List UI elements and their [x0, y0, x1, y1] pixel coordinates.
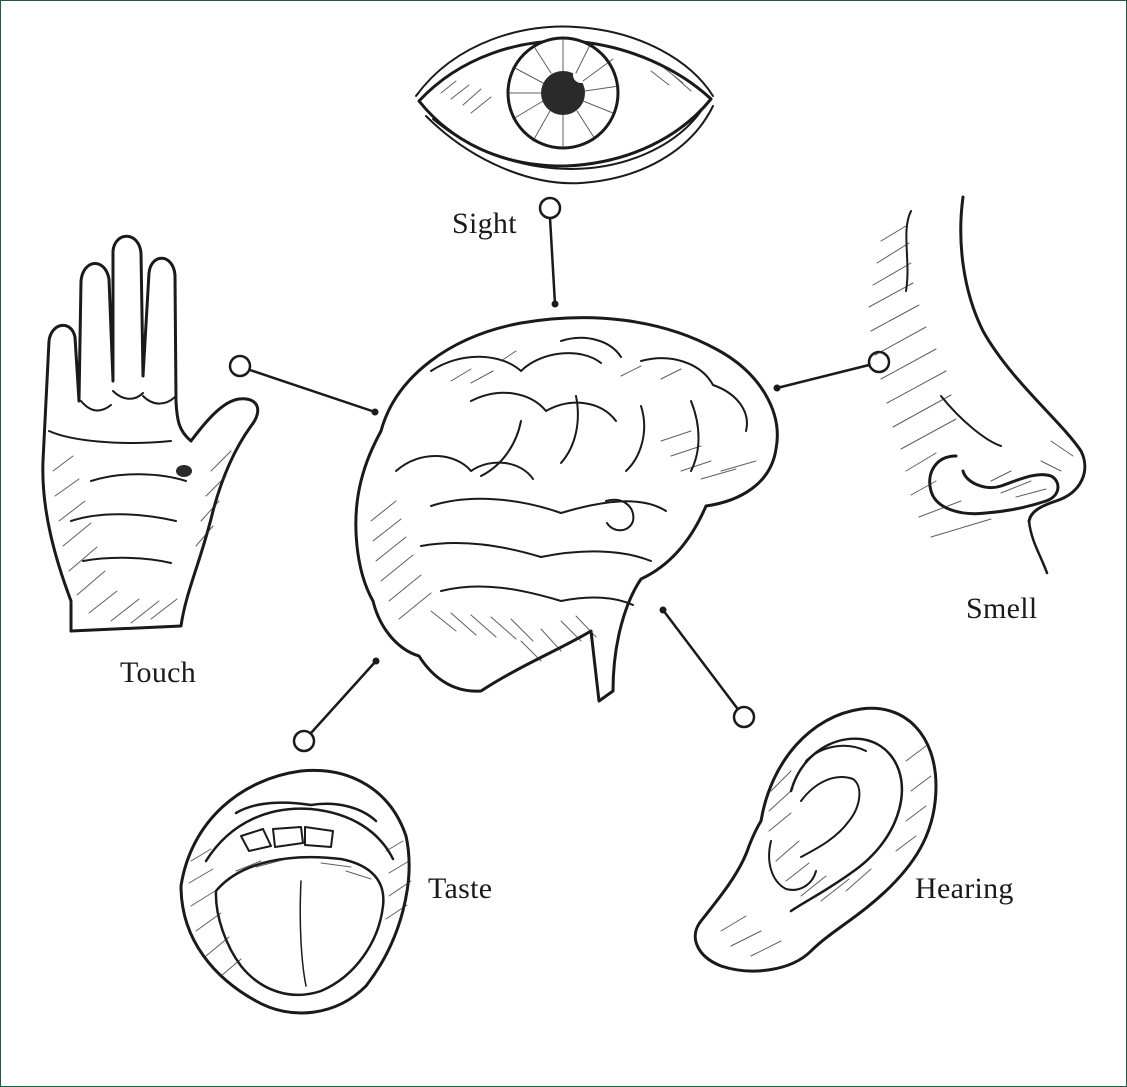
- hearing-label: Hearing: [915, 872, 1014, 906]
- hearing-connector: [663, 610, 737, 708]
- ear-illustration: [695, 708, 936, 971]
- smell-connector: [777, 365, 869, 388]
- mouth-illustration: [181, 770, 411, 1013]
- smell-dot: [774, 385, 781, 392]
- touch-label: Touch: [120, 656, 196, 690]
- sight-dot: [552, 301, 559, 308]
- brain-illustration: [356, 318, 777, 701]
- sight-label: Sight: [452, 207, 517, 241]
- hand-illustration: [43, 236, 258, 631]
- smell-label: Smell: [966, 592, 1038, 626]
- touch-connector: [250, 370, 375, 412]
- taste-node-icon: [294, 731, 314, 751]
- sight-connector: [550, 218, 555, 304]
- sight-node-icon: [540, 198, 560, 218]
- nose-illustration: [869, 197, 1085, 573]
- taste-dot: [373, 658, 380, 665]
- connector-lines: [230, 198, 889, 751]
- taste-connector: [311, 661, 376, 733]
- smell-node-icon: [869, 352, 889, 372]
- hearing-node-icon: [734, 707, 754, 727]
- touch-node-icon: [230, 356, 250, 376]
- eye-illustration: [416, 26, 713, 183]
- touch-dot: [372, 409, 379, 416]
- taste-label: Taste: [428, 872, 492, 906]
- hearing-dot: [660, 607, 667, 614]
